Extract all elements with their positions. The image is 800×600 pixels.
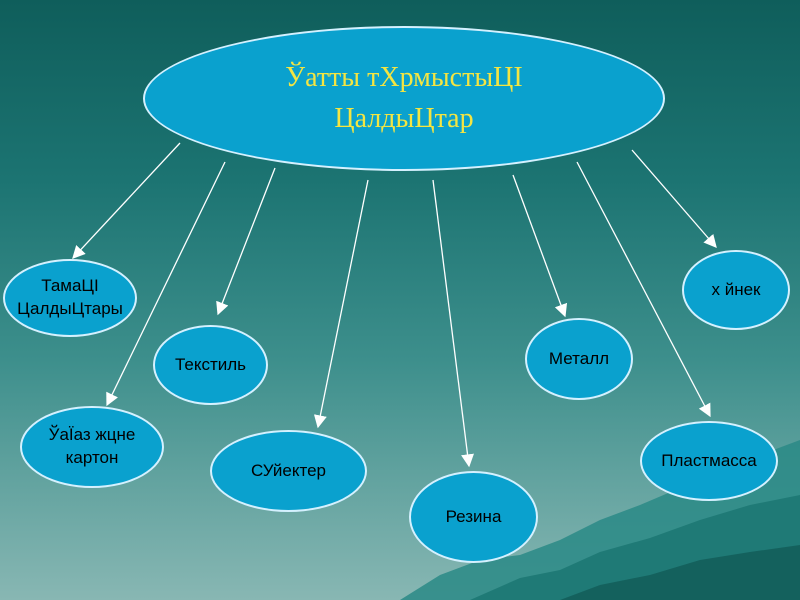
node-food-waste-label: ТамаЦІ ЦалдыЦтары — [17, 276, 123, 318]
node-plastic: Пластмасса — [640, 421, 778, 501]
node-bone: х йнек — [682, 250, 790, 330]
arrow-to-paper — [106, 161, 226, 407]
node-glass: СУйектер — [210, 430, 367, 512]
node-bone-label: х йнек — [711, 279, 761, 299]
node-metal: Металл — [525, 318, 633, 400]
node-paper-cardboard-label: ЎаЇаз жцне картон — [48, 425, 136, 467]
center-node-label: Ўатты тХрмыстыЦІ ЦалдыЦтар — [285, 61, 523, 134]
node-textile: Текстиль — [153, 325, 268, 405]
arrow-to-metal — [512, 174, 568, 318]
node-metal-label: Металл — [548, 348, 610, 368]
node-rubber: Резина — [409, 471, 538, 563]
arrow-to-textile — [216, 167, 276, 316]
node-textile-label: Текстиль — [174, 354, 247, 374]
node-paper-cardboard: ЎаЇаз жцне картон — [20, 406, 164, 488]
node-food-waste: ТамаЦІ ЦалдыЦтары — [3, 259, 137, 337]
arrow-to-food — [72, 142, 181, 259]
arrow-to-rubber — [432, 179, 474, 468]
node-rubber-label: Резина — [445, 506, 502, 526]
arrow-to-bone — [631, 149, 717, 248]
center-node: Ўатты тХрмыстыЦІ ЦалдыЦтар — [143, 26, 665, 171]
arrow-to-glass — [313, 179, 369, 429]
arrow-to-plastic — [576, 161, 711, 418]
node-plastic-label: Пластмасса — [661, 450, 757, 470]
node-glass-label: СУйектер — [250, 460, 327, 480]
